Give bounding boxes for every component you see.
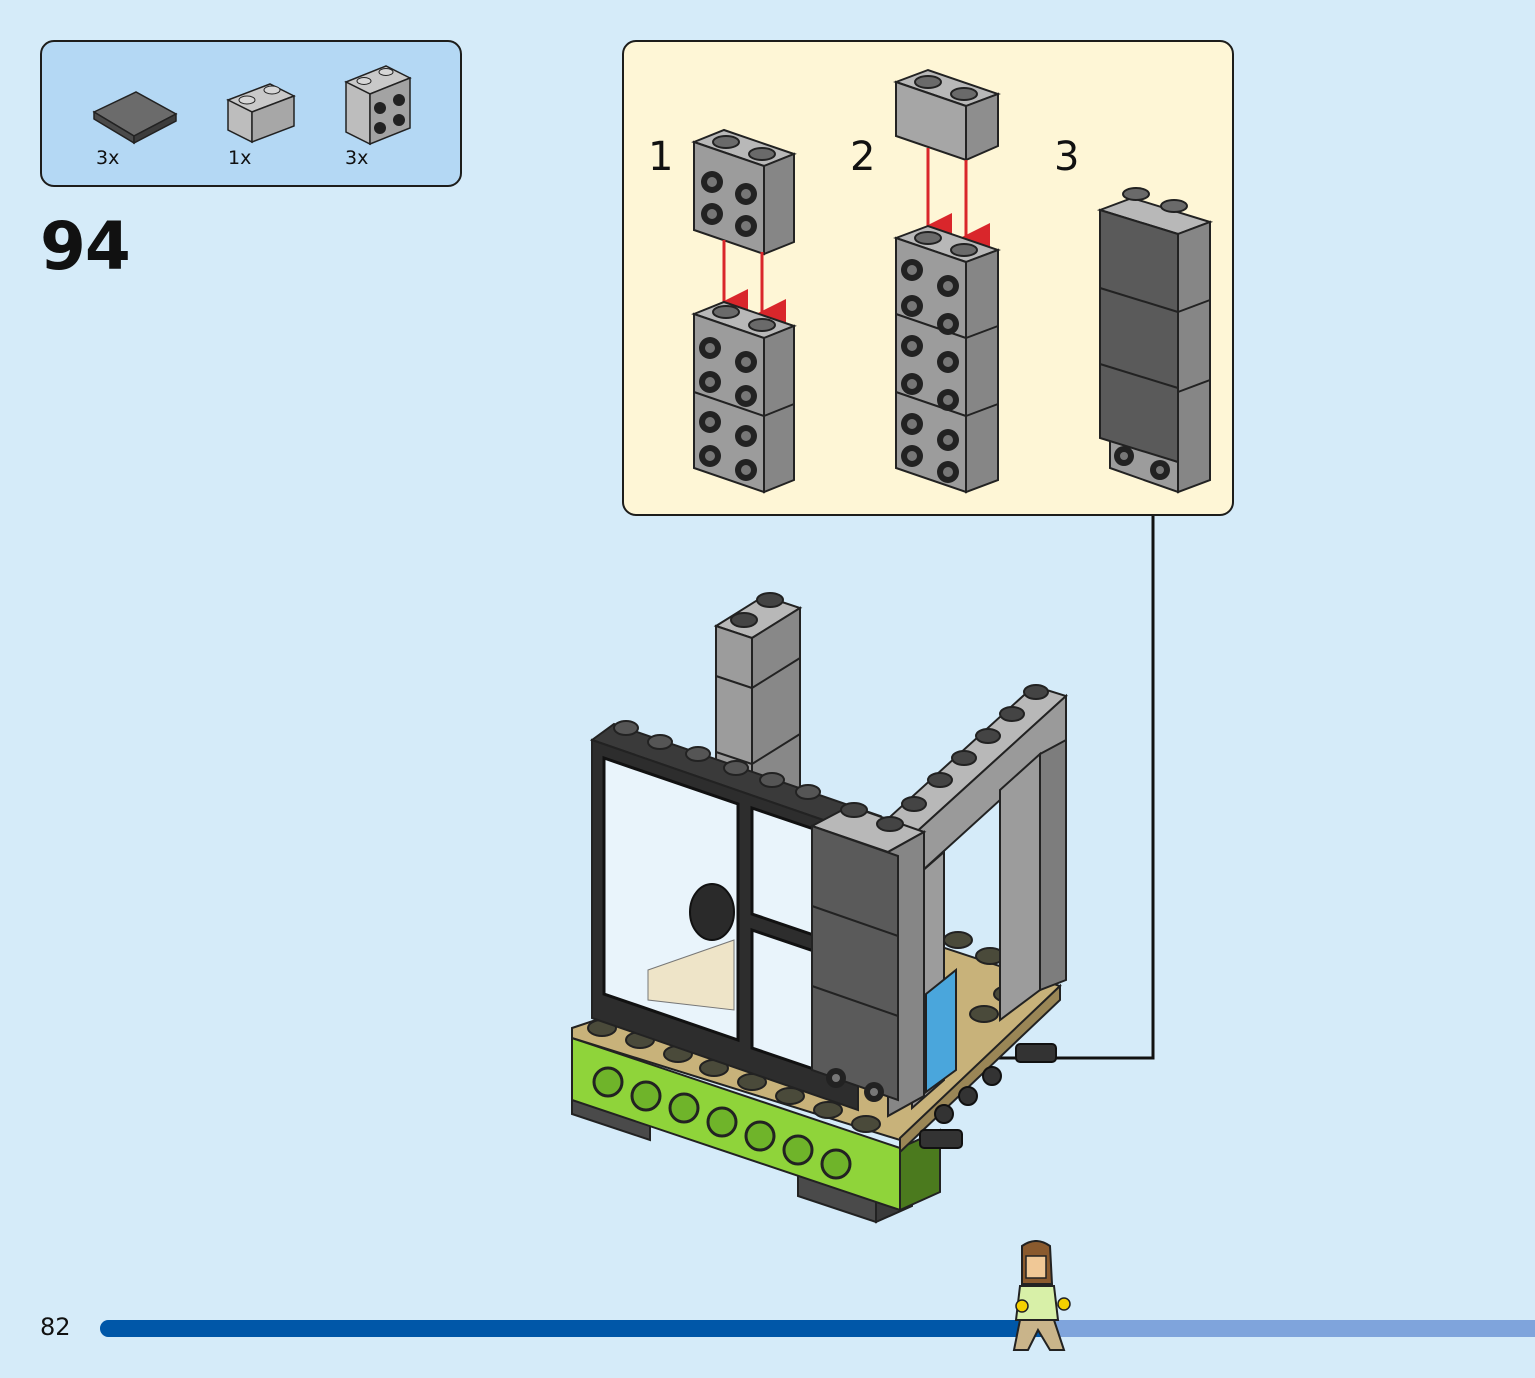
sub-step-1-bricks bbox=[691, 128, 797, 494]
progress-bar-fill bbox=[100, 1320, 1048, 1337]
parts-illustrations bbox=[92, 65, 412, 146]
part-qty-brick-2x2: 3x bbox=[345, 147, 369, 169]
parts-list-box: 3x 1x 3x bbox=[40, 40, 462, 187]
part-qty-brick-1x2: 1x bbox=[228, 147, 252, 169]
sub-step-1-number: 1 bbox=[648, 134, 674, 180]
grey-1x2-brick-icon bbox=[226, 83, 296, 144]
sub-step-2-number: 2 bbox=[850, 134, 876, 180]
minifigure-progress-marker-icon bbox=[1012, 1240, 1071, 1351]
callout-connector-arrow bbox=[929, 516, 1155, 1076]
sub-assembly-illustration bbox=[691, 68, 1214, 494]
right-wall-frame bbox=[878, 684, 1068, 1111]
step-number: 94 bbox=[40, 208, 131, 285]
grey-2x2-brick-with-side-studs-icon bbox=[344, 65, 412, 146]
sub-step-2-bricks bbox=[893, 68, 1001, 494]
sub-step-3-number: 3 bbox=[1054, 134, 1080, 180]
new-tiled-column bbox=[809, 802, 927, 1118]
dark-grey-2x2-tile-icon bbox=[92, 91, 178, 145]
sub-assembly-panel: 1 2 3 bbox=[622, 40, 1234, 516]
sub-step-3-bricks bbox=[1096, 187, 1214, 494]
progress-bar-track bbox=[100, 1320, 1535, 1337]
part-qty-tile: 3x bbox=[96, 147, 120, 169]
page-number: 82 bbox=[40, 1313, 71, 1341]
